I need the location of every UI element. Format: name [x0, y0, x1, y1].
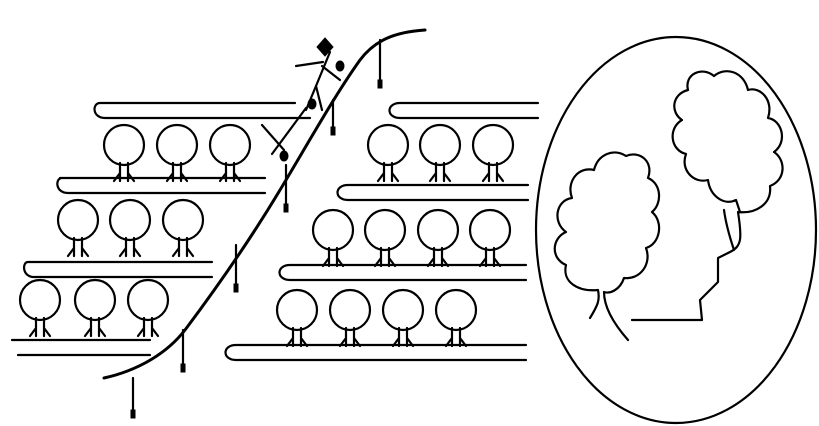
inset-oval [534, 35, 818, 425]
tree-icon [366, 123, 410, 183]
marker [233, 243, 239, 293]
marker [283, 163, 289, 213]
tree-icon [328, 288, 372, 348]
marker [330, 98, 336, 136]
terrace-row [22, 260, 214, 279]
terrace-row [56, 176, 267, 195]
tree-icon [73, 278, 117, 338]
tree-icon [155, 123, 199, 183]
tree-icon [126, 278, 170, 338]
tree-icon [56, 198, 100, 258]
zoom-inset [534, 35, 818, 425]
tree-icon [208, 123, 252, 183]
tree-icon [434, 288, 478, 348]
tree-icon [161, 198, 205, 258]
terrace-row [336, 183, 530, 202]
tree-icon [418, 123, 462, 183]
tree-icon [381, 288, 425, 348]
tree-icon [468, 208, 512, 268]
tree-icon [275, 288, 319, 348]
left-terraces [10, 101, 312, 357]
tree-icon [363, 208, 407, 268]
terrace-row [93, 101, 312, 120]
slope-markers [130, 38, 383, 419]
tree-icon [311, 208, 355, 268]
tree-icon [471, 123, 515, 183]
slope-curve [102, 28, 427, 380]
terrace-row [10, 338, 152, 357]
large-tree-left [553, 151, 661, 342]
marker [377, 38, 383, 89]
tree-icon [108, 198, 152, 258]
orchard-trees [18, 123, 515, 348]
terrace-row [278, 263, 528, 282]
large-tree-right-trunk [722, 208, 736, 252]
marker [180, 328, 186, 373]
terrace-row [224, 343, 528, 362]
tree-icon [416, 208, 460, 268]
tree-icon [102, 123, 146, 183]
right-terraces [224, 101, 540, 362]
terrace-row [388, 101, 540, 120]
marker [130, 376, 136, 419]
tree-icon [18, 278, 62, 338]
person-figure [260, 37, 345, 162]
large-tree-right [630, 70, 784, 322]
